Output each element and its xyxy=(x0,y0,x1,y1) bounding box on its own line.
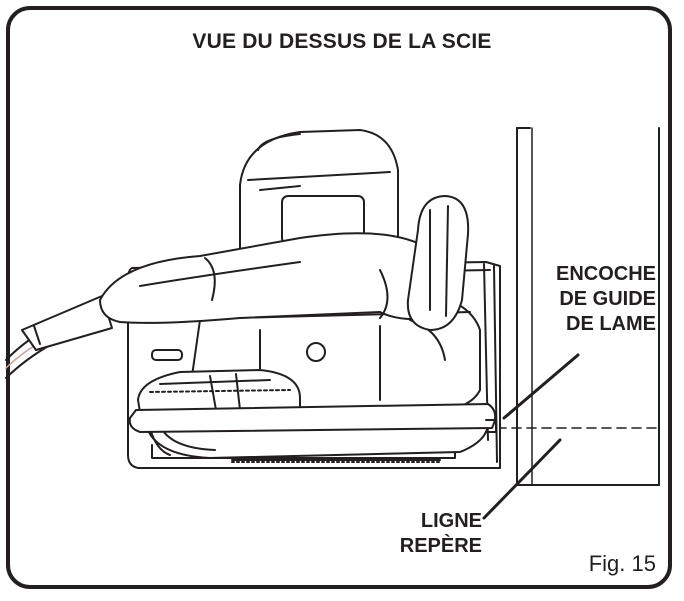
main-handle xyxy=(99,232,441,324)
guide-line-label: LIGNE REPÈRE xyxy=(340,509,482,559)
line-label-line-1: LIGNE xyxy=(420,510,482,532)
notch-label-line-2: DE GUIDE xyxy=(559,288,656,310)
line-label-line-2: REPÈRE xyxy=(399,535,482,557)
line-leader-line xyxy=(482,438,562,520)
notch-label-line-1: ENCOCHE xyxy=(555,263,656,285)
rear-grip xyxy=(406,195,470,331)
power-cord xyxy=(5,295,113,379)
figure-number: Fig. 15 xyxy=(588,551,656,576)
notch-leader-line xyxy=(502,353,580,420)
workpiece-board xyxy=(516,127,660,486)
blade-guide-notch-label: ENCOCHE DE GUIDE DE LAME xyxy=(518,262,656,337)
front-knob xyxy=(137,369,301,413)
shoe-front xyxy=(128,403,497,433)
notch-label-line-3: DE LAME xyxy=(566,313,656,335)
blade-guide-notch xyxy=(485,419,497,433)
diagram-title: VUE DU DESSUS DE LA SCIE xyxy=(192,30,492,53)
